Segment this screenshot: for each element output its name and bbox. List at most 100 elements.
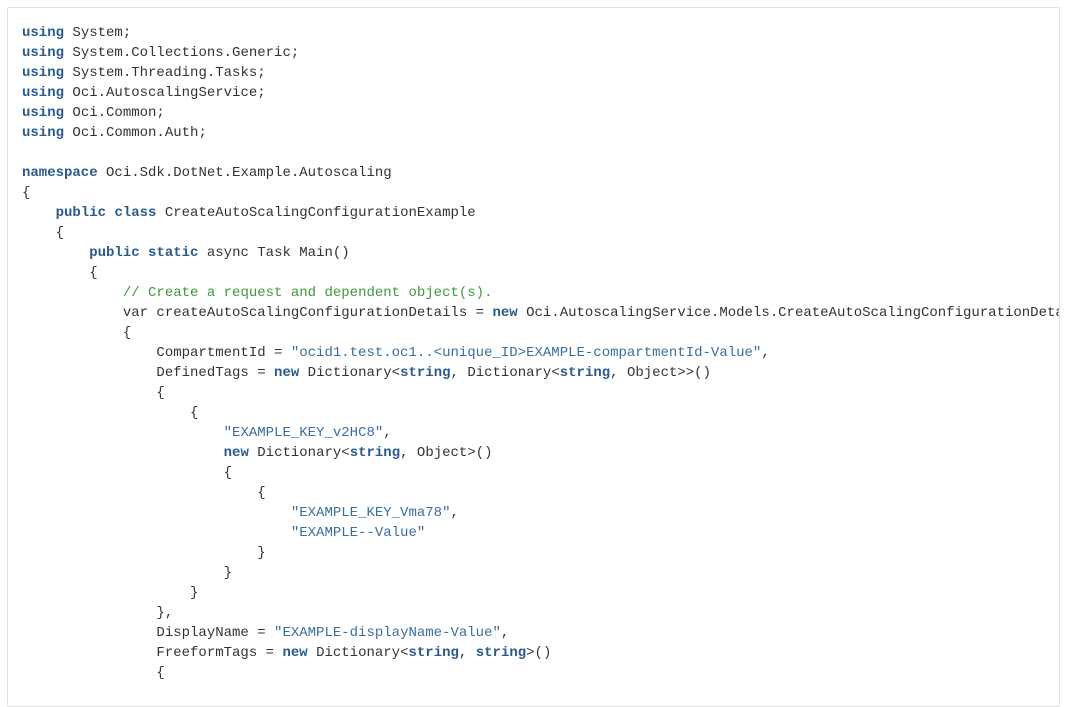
code-line <box>22 143 1059 163</box>
code-keyword: using <box>22 65 65 81</box>
code-text <box>22 285 123 301</box>
code-line: CompartmentId = "ocid1.test.oc1..<unique… <box>22 343 1059 363</box>
code-line: "EXAMPLE_KEY_Vma78", <box>22 503 1059 523</box>
code-line: } <box>22 583 1059 603</box>
code-line: { <box>22 463 1059 483</box>
code-text: { <box>22 225 65 241</box>
code-text: { <box>22 325 132 341</box>
code-line: using System.Collections.Generic; <box>22 43 1059 63</box>
code-text: DisplayName = <box>22 625 275 641</box>
code-text: System.Threading.Tasks; <box>64 65 266 81</box>
code-keyword: string <box>349 445 401 461</box>
code-line: "EXAMPLE--Value" <box>22 523 1059 543</box>
code-keyword: using <box>22 25 65 41</box>
code-text <box>22 245 89 261</box>
code-keyword: string <box>559 365 611 381</box>
code-line: using System; <box>22 23 1059 43</box>
code-text: , Dictionary< <box>450 365 560 381</box>
code-line: new Dictionary<string, Object>() <box>22 443 1059 463</box>
code-line: using Oci.Common; <box>22 103 1059 123</box>
code-text: { <box>22 185 31 201</box>
code-keyword: public <box>89 245 140 261</box>
code-text <box>22 525 291 541</box>
code-line: using System.Threading.Tasks; <box>22 63 1059 83</box>
code-text: { <box>22 265 98 281</box>
code-line: { <box>22 263 1059 283</box>
code-text: } <box>22 565 233 581</box>
code-comment: // Create a request and dependent object… <box>122 285 493 301</box>
code-keyword: using <box>22 125 65 141</box>
code-text: Oci.Common; <box>64 105 165 121</box>
code-keyword: string <box>475 645 527 661</box>
code-text: System.Collections.Generic; <box>64 45 300 61</box>
code-keyword: using <box>22 105 65 121</box>
code-text: }, <box>22 605 174 621</box>
code-keyword: string <box>400 365 451 381</box>
code-string: "ocid1.test.oc1..<unique_ID>EXAMPLE-comp… <box>290 345 762 361</box>
code-text: CompartmentId = <box>22 345 291 361</box>
code-text: , <box>500 625 510 641</box>
code-line: FreeformTags = new Dictionary<string, st… <box>22 643 1059 663</box>
code-line: { <box>22 183 1059 203</box>
code-text <box>22 505 291 521</box>
code-keyword: static <box>148 245 199 261</box>
code-text <box>140 245 148 261</box>
code-text: Dictionary< <box>248 445 350 461</box>
code-text: , <box>383 425 392 441</box>
code-string: "EXAMPLE_KEY_Vma78" <box>290 505 451 521</box>
code-text: Oci.AutoscalingService; <box>64 85 266 101</box>
code-text: Dictionary< <box>299 365 401 381</box>
code-keyword: new <box>282 645 308 661</box>
code-text: Oci.Common.Auth; <box>64 125 207 141</box>
code-keyword: class <box>114 205 157 221</box>
code-line: }, <box>22 603 1059 623</box>
code-line: using Oci.AutoscalingService; <box>22 83 1059 103</box>
code-string: "EXAMPLE_KEY_v2HC8" <box>223 425 384 441</box>
code-text: CreateAutoScalingConfigurationExample <box>156 205 476 221</box>
code-text: { <box>22 665 165 681</box>
code-text: , <box>458 645 476 661</box>
code-keyword: namespace <box>22 165 98 181</box>
code-line: public class CreateAutoScalingConfigurat… <box>22 203 1059 223</box>
code-line: DisplayName = "EXAMPLE-displayName-Value… <box>22 623 1059 643</box>
code-line: DefinedTags = new Dictionary<string, Dic… <box>22 363 1059 383</box>
code-text: System; <box>64 25 132 41</box>
code-block: using System;using System.Collections.Ge… <box>22 23 1060 683</box>
code-line: namespace Oci.Sdk.DotNet.Example.Autosca… <box>22 163 1059 183</box>
code-line: { <box>22 383 1059 403</box>
code-line: { <box>22 323 1059 343</box>
code-text: , <box>450 505 459 521</box>
code-text: var createAutoScalingConfigurationDetail… <box>22 305 493 321</box>
code-text: async Task Main() <box>198 245 350 261</box>
code-keyword: public <box>55 205 107 221</box>
code-keyword: new <box>223 445 249 461</box>
code-text: { <box>22 405 199 421</box>
code-line: // Create a request and dependent object… <box>22 283 1059 303</box>
code-line: } <box>22 563 1059 583</box>
code-text: } <box>22 545 266 561</box>
code-line: { <box>22 223 1059 243</box>
code-line: using Oci.Common.Auth; <box>22 123 1059 143</box>
code-text: { <box>22 485 266 501</box>
code-line: "EXAMPLE_KEY_v2HC8", <box>22 423 1059 443</box>
code-text: >() <box>526 645 552 661</box>
code-text: , Object>() <box>400 445 493 461</box>
code-text: , Object>>() <box>610 365 711 381</box>
code-line: var createAutoScalingConfigurationDetail… <box>22 303 1060 323</box>
code-keyword: string <box>408 645 459 661</box>
code-line: } <box>22 543 1059 563</box>
code-line: { <box>22 403 1059 423</box>
code-string: "EXAMPLE-displayName-Value" <box>274 625 501 641</box>
code-text: Oci.AutoscalingService.Models.CreateAuto… <box>517 305 1060 321</box>
code-keyword: new <box>492 305 518 321</box>
code-text: , <box>761 345 770 361</box>
code-line: { <box>22 663 1059 683</box>
code-text: { <box>22 385 165 401</box>
code-text: { <box>22 465 233 481</box>
code-text: Oci.Sdk.DotNet.Example.Autoscaling <box>97 165 392 181</box>
code-text: DefinedTags = <box>22 365 275 381</box>
code-keyword: using <box>22 85 65 101</box>
code-text: } <box>22 585 199 601</box>
code-line: public static async Task Main() <box>22 243 1059 263</box>
code-keyword: using <box>22 45 65 61</box>
